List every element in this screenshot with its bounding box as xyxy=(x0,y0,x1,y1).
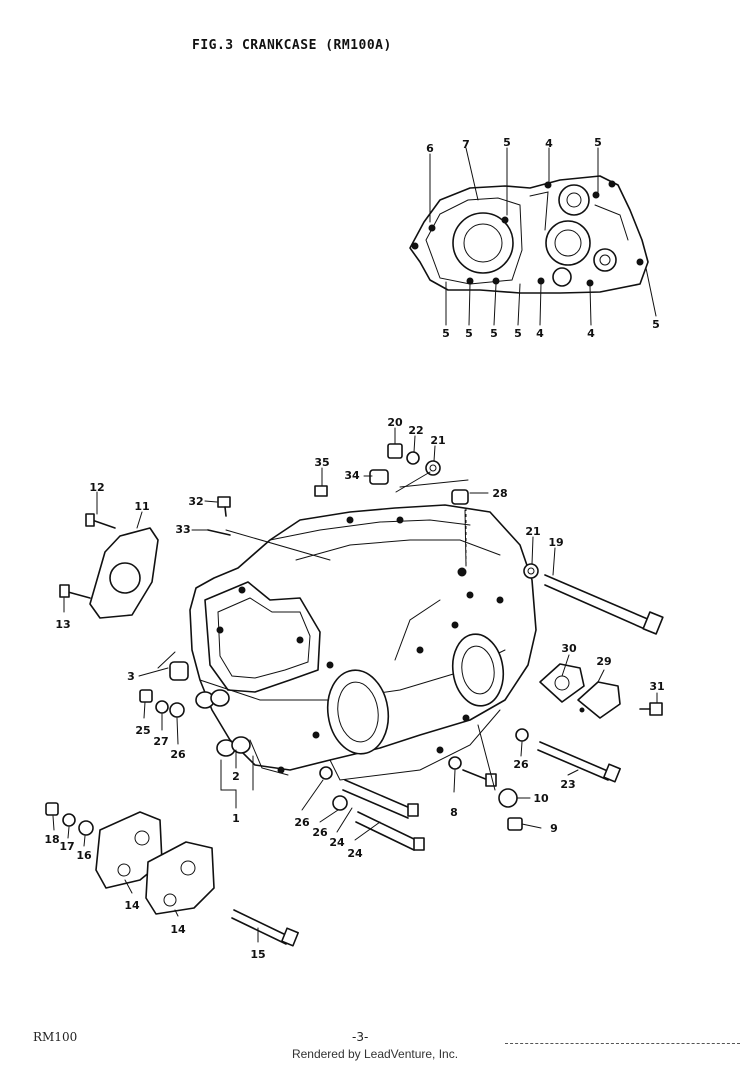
callout-label: 22 xyxy=(408,424,423,437)
callout-label: 30 xyxy=(561,642,577,655)
callout-label: 15 xyxy=(250,948,265,961)
callout-label: 28 xyxy=(492,487,507,500)
callout-label: 26 xyxy=(170,748,186,761)
callout-label: 5 xyxy=(514,327,522,340)
callout-label: 18 xyxy=(44,833,59,846)
callout-label: 32 xyxy=(188,495,203,508)
callout-label: 5 xyxy=(465,327,473,340)
callout-label: 33 xyxy=(175,523,190,536)
callout-label: 1 xyxy=(232,812,240,825)
callout-label: 8 xyxy=(450,806,458,819)
callout-label: 16 xyxy=(76,849,92,862)
callout-label: 34 xyxy=(344,469,360,482)
callout-label: 3 xyxy=(127,670,135,683)
callout-label: 24 xyxy=(329,836,345,849)
callout-label: 7 xyxy=(462,138,470,151)
callout-label: 5 xyxy=(652,318,660,331)
callout-label: 6 xyxy=(426,142,434,155)
page-number: -3- xyxy=(352,1030,369,1044)
callout-label: 31 xyxy=(649,680,664,693)
callout-label: 2 xyxy=(232,770,240,783)
callout-label: 29 xyxy=(596,655,611,668)
callout-label: 26 xyxy=(513,758,529,771)
callout-label: 20 xyxy=(387,416,403,429)
callout-label: 24 xyxy=(347,847,363,860)
crankcase-half-inset xyxy=(409,175,649,294)
callout-label: 14 xyxy=(170,923,186,936)
callout-label: 13 xyxy=(55,618,70,631)
callout-label: 26 xyxy=(294,816,310,829)
callout-label: 17 xyxy=(59,840,74,853)
callout-label: 4 xyxy=(587,327,595,340)
callout-label: 5 xyxy=(442,327,450,340)
callout-label: 23 xyxy=(560,778,575,791)
callout-label: 14 xyxy=(124,899,140,912)
callout-label: 4 xyxy=(545,137,553,150)
callout-label: 10 xyxy=(533,792,549,805)
callout-label: 27 xyxy=(153,735,168,748)
callout-label: 12 xyxy=(89,481,104,494)
callout-label: 5 xyxy=(503,136,511,149)
callout-label: 5 xyxy=(490,327,498,340)
callout-label: 25 xyxy=(135,724,150,737)
callout-labels: 6 7 5 4 5 5 5 5 5 4 4 5 20 22 21 35 34 2… xyxy=(44,136,664,961)
model-code: RM100 xyxy=(33,1030,78,1044)
render-credit: Rendered by LeadVenture, Inc. xyxy=(291,1047,459,1061)
leader-lines xyxy=(52,147,658,943)
callout-label: 35 xyxy=(314,456,329,469)
callout-label: 11 xyxy=(134,500,149,513)
callout-label: 21 xyxy=(525,525,540,538)
callout-label: 9 xyxy=(550,822,558,835)
crankcase-assembly xyxy=(169,504,537,781)
callout-label: 4 xyxy=(536,327,544,340)
figure-title: FIG.3 CRANKCASE (RM100A) xyxy=(192,38,392,53)
callout-label: 19 xyxy=(548,536,563,549)
footer-divider xyxy=(505,1043,740,1044)
callout-label: 5 xyxy=(594,136,602,149)
callout-label: 26 xyxy=(312,826,328,839)
callout-label: 21 xyxy=(430,434,445,447)
